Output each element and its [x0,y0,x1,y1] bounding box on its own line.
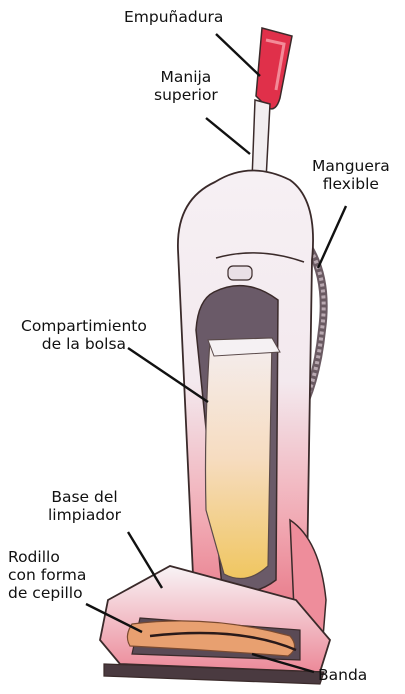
label-compartimiento-bolsa: Compartimiento de la bolsa [21,317,147,353]
label-base-limpiador: Base del limpiador [48,488,121,524]
leader-empunadura [216,34,260,76]
leader-manija [206,118,250,154]
label-empunadura: Empuñadura [124,8,223,26]
label-rodillo-cepillo: Rodillo con forma de cepillo [8,548,86,602]
label-banda: Banda [318,666,367,684]
handle-grip-shape [256,28,292,109]
bag-shape [206,338,273,579]
label-manija-superior: Manija superior [154,68,218,104]
upper-handle-shape [252,100,270,180]
label-manguera-flexible: Manguera flexible [312,157,390,193]
leader-manguera [318,206,346,268]
